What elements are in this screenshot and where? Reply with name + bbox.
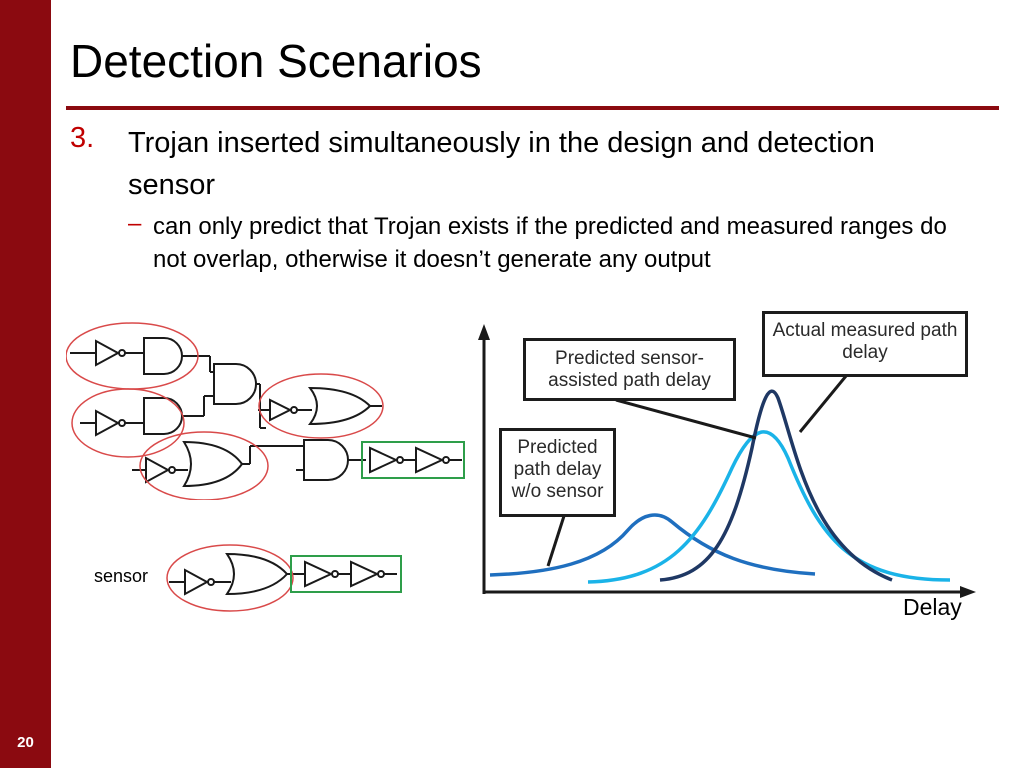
slide-title: Detection Scenarios [70,35,482,87]
sensor-circuit-diagram [166,544,402,612]
y-axis-arrow [478,324,490,340]
sensor-label: sensor [94,566,149,586]
x-axis-arrow [960,586,976,598]
x-axis-label: Delay [903,594,962,620]
slide-number: 20 [17,734,34,751]
pointer-nosensor [546,515,566,567]
sub-bullet-text: can only predict that Trojan exists if t… [153,213,947,273]
trojan-circuit-diagram [66,322,465,500]
curve-without-sensor [489,513,816,577]
curve-sensor-assisted [587,430,951,584]
left-accent-bar: 20 [0,0,51,768]
pointer-actual [798,375,848,433]
callout-actual-measured: Actual measured path delay [762,311,968,377]
bullet-number: 3. [70,122,95,154]
sub-bullet-dash: – [128,210,142,237]
delay-distribution-chart [478,324,976,598]
callout-without-sensor: Predicted path delay w/o sensor [499,428,616,517]
curve-actual-measured [659,389,893,582]
title-underline [66,106,999,110]
pointer-sensor [615,398,757,440]
bullet-text: Trojan inserted simultaneously in the de… [128,127,875,201]
callout-sensor-assisted: Predicted sensor-assisted path delay [523,338,736,401]
